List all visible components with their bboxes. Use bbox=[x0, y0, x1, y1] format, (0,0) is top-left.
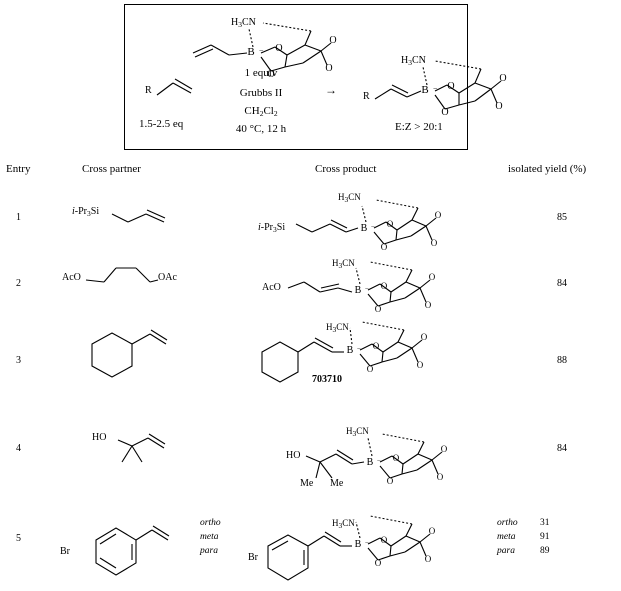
row-1-boron-charge: − bbox=[371, 223, 375, 231]
selectivity-label: E:Z > 20:1 bbox=[395, 121, 443, 133]
row-5-yield-label-meta: meta bbox=[497, 532, 516, 542]
row-3-amine-label: H3CN bbox=[326, 322, 349, 334]
boron-charge-reagent: − bbox=[259, 46, 264, 55]
row-1-oxygen-3: O bbox=[435, 210, 442, 220]
row-5-yield-ortho: 31 bbox=[540, 518, 550, 528]
row-3-oxygen-1: O bbox=[367, 364, 374, 374]
row-5-oxygen-3: O bbox=[429, 526, 436, 536]
table-row-3-entry: 3 bbox=[16, 355, 21, 366]
table-row-2-entry: 2 bbox=[16, 278, 21, 289]
row-1-oxygen-2: O bbox=[387, 219, 394, 229]
row-2-yield: 84 bbox=[557, 278, 567, 289]
row-4-oxygen-4: O bbox=[437, 472, 444, 482]
boron-atom-product: B bbox=[421, 84, 428, 96]
row-2-oxygen-1: O bbox=[375, 304, 382, 314]
reaction-conditions: 40 °C, 12 h bbox=[235, 123, 287, 135]
row-2-boron-atom: B bbox=[355, 285, 362, 296]
row-4-partner-hydroxyl: HO bbox=[92, 432, 107, 443]
header-cross-product: Cross product bbox=[315, 163, 377, 175]
row-3-oxygen-4: O bbox=[417, 360, 424, 370]
row-3-compound-id: 703710 bbox=[312, 374, 342, 385]
row-1-oxygen-1: O bbox=[381, 242, 388, 252]
solvent-label: CH2Cl2 bbox=[244, 105, 278, 118]
row-5-amine-label: H3CN bbox=[332, 518, 355, 530]
header-cross-partner: Cross partner bbox=[82, 163, 141, 175]
row-5-yield-label-ortho: ortho bbox=[497, 518, 518, 528]
substrate-equivalents: 1.5-2.5 eq bbox=[139, 118, 184, 130]
oxygen-reagent-1: O bbox=[267, 69, 274, 80]
header-entry: Entry bbox=[6, 163, 31, 175]
row-5-oxygen-2: O bbox=[381, 535, 388, 545]
row-4-methyl-right: Me bbox=[330, 478, 344, 489]
oxygen-product-3: O bbox=[499, 73, 506, 84]
reaction-arrow-icon: → bbox=[325, 83, 337, 97]
row-3-boron-atom: B bbox=[347, 345, 354, 356]
row-3-oxygen-3: O bbox=[421, 332, 428, 342]
row-2-product-label: AcO bbox=[262, 282, 281, 293]
oxygen-product-4: O bbox=[495, 101, 502, 112]
row-4-yield: 84 bbox=[557, 443, 567, 454]
row-5-yield-meta: 91 bbox=[540, 532, 550, 542]
row-1-boron-atom: B bbox=[361, 223, 368, 234]
row-2-amine-label: H3CN bbox=[332, 258, 355, 270]
row-4-oxygen-2: O bbox=[393, 453, 400, 463]
row-3-yield: 88 bbox=[557, 355, 567, 366]
row-2-partner-label-left: AcO bbox=[62, 272, 81, 283]
reagent-amine-label: H3CN bbox=[231, 17, 256, 29]
row-2-oxygen-4: O bbox=[425, 300, 432, 310]
row-5-yield-para: 89 bbox=[540, 546, 550, 556]
header-isolated-yield: isolated yield (%) bbox=[508, 163, 587, 175]
row-5-isomer-name-ortho: ortho bbox=[200, 518, 221, 528]
row-5-boron-charge: − bbox=[365, 539, 369, 547]
oxygen-reagent-2: O bbox=[275, 43, 282, 54]
row-3-boron-charge: − bbox=[357, 345, 361, 353]
row-4-oxygen-3: O bbox=[441, 444, 448, 454]
row-5-boron-atom: B bbox=[355, 539, 362, 550]
boron-charge-product: − bbox=[433, 84, 438, 93]
row-1-partner-label: i-Pr3Si bbox=[72, 206, 100, 218]
oxygen-reagent-4: O bbox=[325, 63, 332, 74]
scheme-drawing: B − O O O O B − O bbox=[156, 22, 507, 118]
reagent-equivalents: 1 equiv bbox=[244, 67, 278, 79]
oxygen-product-1: O bbox=[441, 107, 448, 118]
oxygen-product-2: O bbox=[447, 81, 454, 92]
row-5-oxygen-1: O bbox=[375, 558, 382, 568]
row-2-partner-label-right: OAc bbox=[158, 272, 177, 283]
substrate-r-label: R bbox=[145, 85, 152, 96]
row-1-yield: 85 bbox=[557, 212, 567, 223]
row-5-product-bromine: Br bbox=[248, 552, 258, 563]
row-5-isomer-name-meta: meta bbox=[200, 532, 219, 542]
row-3-oxygen-2: O bbox=[373, 341, 380, 351]
row-4-boron-atom: B bbox=[367, 457, 374, 468]
row-4-boron-charge: − bbox=[377, 457, 381, 465]
row-1-product-label: i-Pr3Si bbox=[258, 222, 286, 234]
boron-atom-reagent: B bbox=[247, 46, 254, 58]
row-1-amine-label: H3CN bbox=[338, 192, 361, 204]
row-5-isomer-name-para: para bbox=[200, 546, 218, 556]
table-row-5-entry: 5 bbox=[16, 533, 21, 544]
product-r-label: R bbox=[363, 91, 370, 102]
row-1-oxygen-4: O bbox=[431, 238, 438, 248]
row-5-yield-label-para: para bbox=[497, 546, 515, 556]
product-amine-label: H3CN bbox=[401, 55, 426, 67]
row-4-product-hydroxyl: HO bbox=[286, 450, 301, 461]
catalyst-label: Grubbs II bbox=[239, 87, 283, 99]
row-4-oxygen-1: O bbox=[387, 476, 394, 486]
row-4-amine-label: H3CN bbox=[346, 426, 369, 438]
row-5-partner-bromine: Br bbox=[60, 546, 70, 557]
table-row-1-entry: 1 bbox=[16, 212, 21, 223]
row-2-boron-charge: − bbox=[365, 285, 369, 293]
row-2-oxygen-2: O bbox=[381, 281, 388, 291]
row-5-oxygen-4: O bbox=[425, 554, 432, 564]
reaction-scheme-box: B − O O O O B − O bbox=[124, 4, 507, 150]
oxygen-reagent-3: O bbox=[329, 35, 336, 46]
row-2-oxygen-3: O bbox=[429, 272, 436, 282]
table-row-4-entry: 4 bbox=[16, 443, 21, 454]
row-4-methyl-left: Me bbox=[300, 478, 314, 489]
